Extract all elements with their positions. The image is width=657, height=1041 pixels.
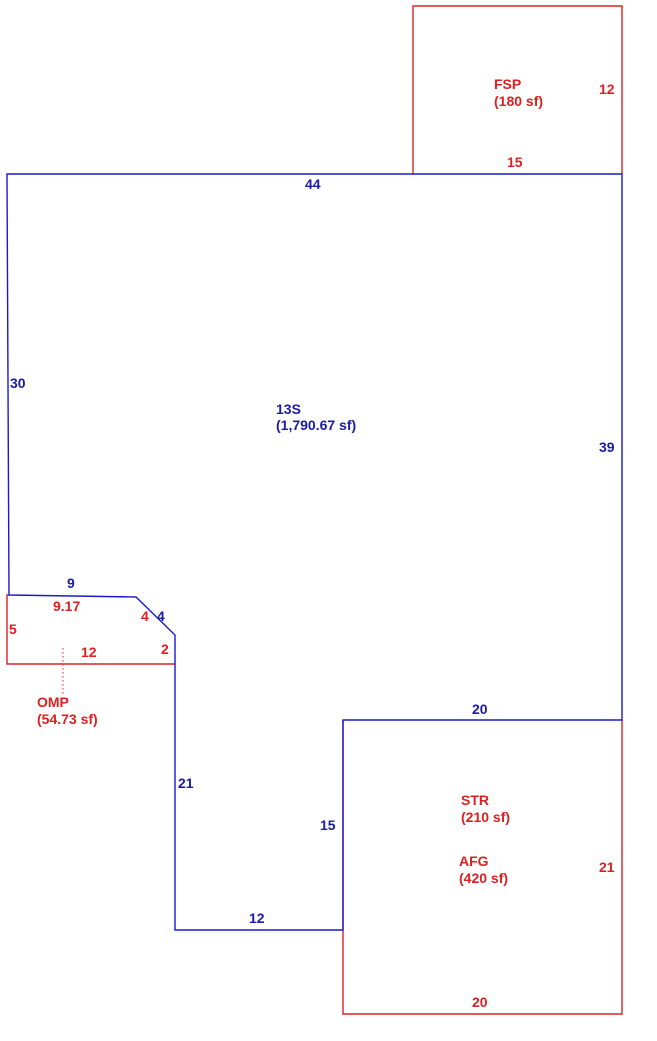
dim-main-right: 39 — [599, 439, 615, 455]
dim-omp-right: 2 — [161, 641, 169, 657]
omp-code: OMP — [37, 694, 69, 710]
omp-outline — [6, 594, 175, 665]
dim-main-inner-vertical: 15 — [320, 817, 336, 833]
omp-size: (54.73 sf) — [37, 711, 98, 727]
dim-main-inner-horizontal: 20 — [472, 701, 488, 717]
dim-omp-left: 5 — [9, 621, 17, 637]
dim-main-left-lower: 21 — [178, 775, 194, 791]
dim-garage-bottom: 20 — [472, 994, 488, 1010]
dim-main-chamfer: 4 — [157, 608, 165, 624]
str-code: STR — [461, 792, 489, 808]
str-size: (210 sf) — [461, 809, 510, 825]
afg-code: AFG — [459, 853, 489, 869]
main-area-outline — [6, 173, 623, 931]
main-area-code: 13S — [276, 401, 301, 417]
dim-garage-right: 21 — [599, 859, 615, 875]
dim-main-left: 30 — [10, 375, 26, 391]
dim-fsp-side: 12 — [599, 81, 615, 97]
dim-main-top: 44 — [305, 176, 321, 192]
main-area-size: (1,790.67 sf) — [276, 417, 356, 433]
fsp-outline — [412, 5, 623, 174]
fsp-code: FSP — [494, 76, 521, 92]
fsp-size: (180 sf) — [494, 93, 543, 109]
dim-omp-top: 9.17 — [53, 598, 80, 614]
dim-omp-bottom: 12 — [81, 644, 97, 660]
dim-main-bottom: 12 — [249, 910, 265, 926]
dim-fsp-bottom: 15 — [507, 154, 523, 170]
afg-size: (420 sf) — [459, 870, 508, 886]
dim-omp-chamfer: 4 — [141, 608, 149, 624]
dim-main-notch-top: 9 — [67, 575, 75, 591]
